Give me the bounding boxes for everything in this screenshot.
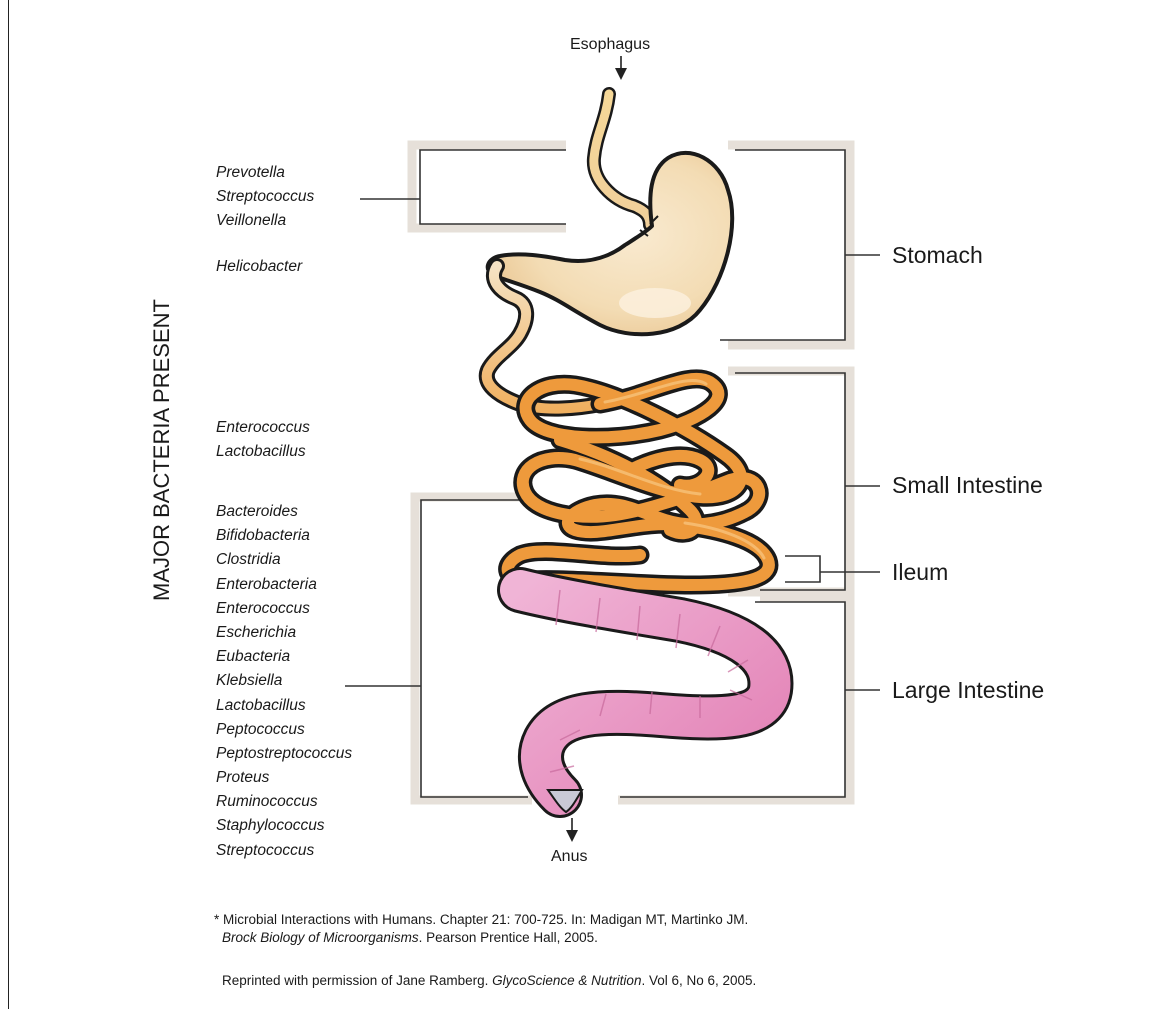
bacteria-list-stomach: Prevotella Streptococcus Veillonella	[216, 161, 314, 234]
bacteria-item: Lactobacillus	[216, 694, 352, 718]
anus-arrow	[566, 818, 578, 842]
bracket-stomach-bacteria	[420, 150, 566, 224]
bacteria-item: Streptococcus	[216, 185, 314, 209]
esophagus-arrow	[615, 56, 627, 80]
bacteria-item: Helicobacter	[216, 255, 302, 279]
bacteria-item: Lactobacillus	[216, 440, 310, 464]
bacteria-item: Ruminococcus	[216, 790, 352, 814]
citation-line-2: Brock Biology of Microorganisms. Pearson…	[222, 930, 598, 945]
reprint-note: Reprinted with permission of Jane Ramber…	[222, 973, 756, 988]
bacteria-list-stomach-extra: Helicobacter	[216, 255, 302, 279]
organ-label-large-intestine: Large Intestine	[892, 677, 1044, 704]
anus-label: Anus	[551, 848, 587, 866]
bacteria-item: Enterobacteria	[216, 573, 352, 597]
organ-label-small-intestine: Small Intestine	[892, 472, 1043, 499]
organ-label-stomach: Stomach	[892, 242, 983, 269]
large-intestine	[520, 590, 770, 812]
bacteria-item: Clostridia	[216, 548, 352, 572]
bracket-stomach	[720, 150, 845, 340]
citation-line-1: * Microbial Interactions with Humans. Ch…	[214, 912, 748, 927]
bracket-ileum	[785, 556, 820, 582]
bacteria-item: Enterococcus	[216, 416, 310, 440]
reprint-start: Reprinted with permission of Jane Ramber…	[222, 973, 492, 988]
bacteria-item: Prevotella	[216, 161, 314, 185]
bacteria-item: Peptococcus	[216, 718, 352, 742]
bacteria-list-small-intestine: Enterococcus Lactobacillus	[216, 416, 310, 464]
bacteria-item: Eubacteria	[216, 645, 352, 669]
bacteria-item: Klebsiella	[216, 669, 352, 693]
bacteria-item: Streptococcus	[216, 839, 352, 863]
bacteria-item: Enterococcus	[216, 597, 352, 621]
bracket-large-intestine-bacteria	[421, 500, 535, 797]
bacteria-list-large-intestine: Bacteroides Bifidobacteria Clostridia En…	[216, 500, 352, 863]
bacteria-item: Escherichia	[216, 621, 352, 645]
bacteria-item: Proteus	[216, 766, 352, 790]
bacteria-item: Staphylococcus	[216, 814, 352, 838]
bacteria-item: Bacteroides	[216, 500, 352, 524]
esophagus-label: Esophagus	[570, 36, 650, 54]
reprint-end: . Vol 6, No 6, 2005.	[641, 973, 756, 988]
side-title: MAJOR BACTERIA PRESENT	[149, 299, 175, 601]
bacteria-item: Veillonella	[216, 209, 314, 233]
citation-publisher: . Pearson Prentice Hall, 2005.	[419, 930, 598, 945]
organ-label-ileum: Ileum	[892, 559, 948, 586]
citation-book-title: Brock Biology of Microorganisms	[222, 930, 419, 945]
bacteria-item: Bifidobacteria	[216, 524, 352, 548]
reprint-journal: GlycoScience & Nutrition	[492, 973, 641, 988]
bacteria-item: Peptostreptococcus	[216, 742, 352, 766]
